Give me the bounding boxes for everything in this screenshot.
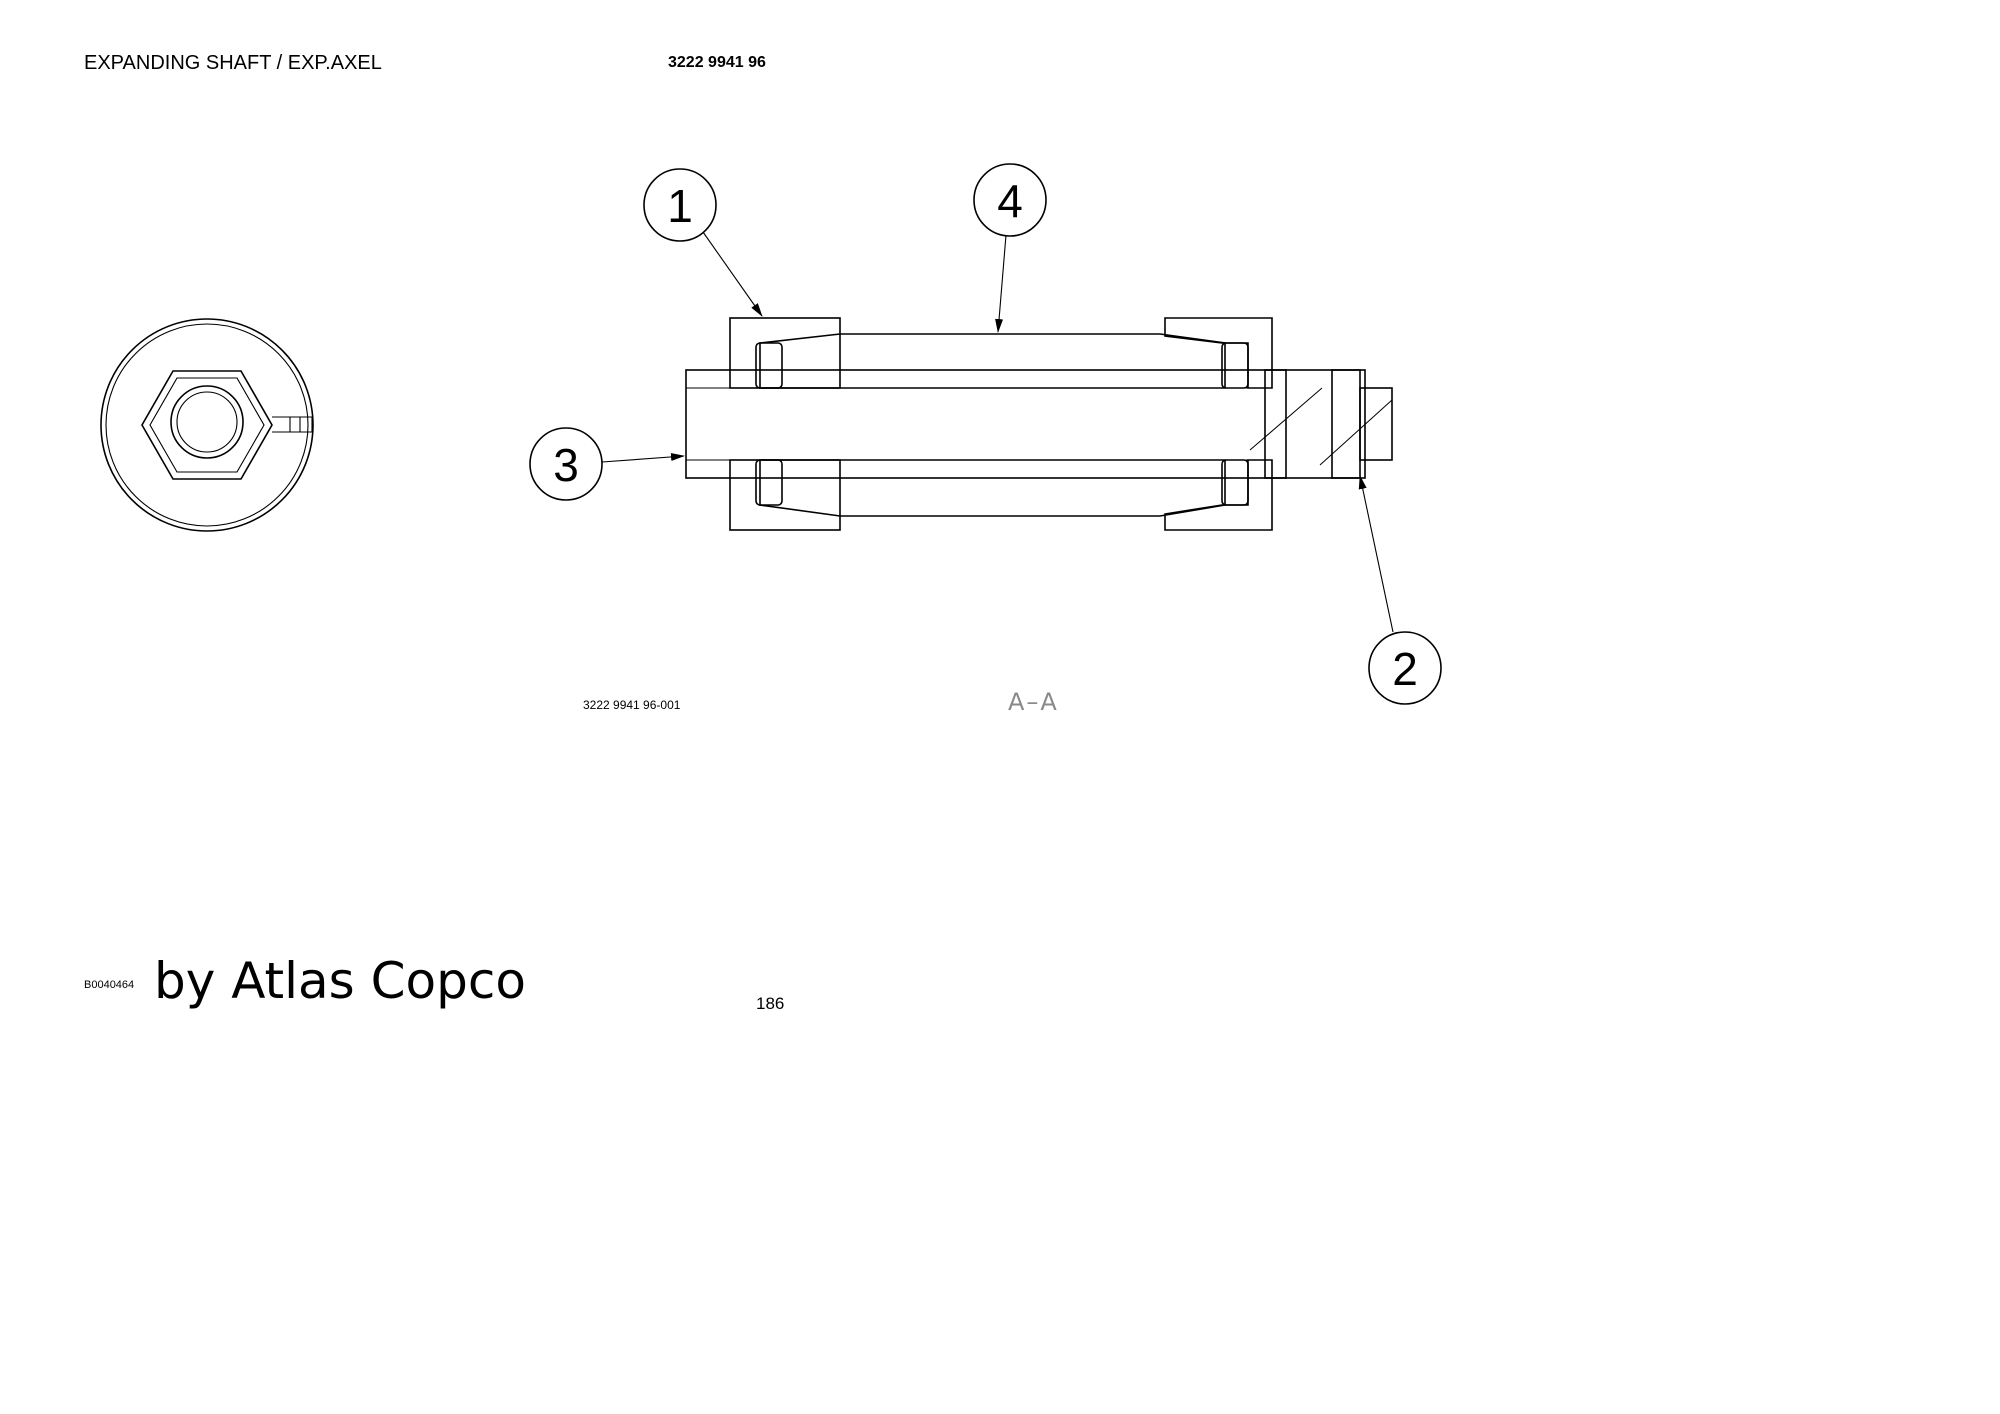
sleeve-lower — [759, 459, 1226, 517]
hex-nut-inner-outline — [149, 377, 265, 473]
leader-3 — [601, 452, 685, 463]
leader-2 — [1358, 475, 1394, 633]
end-collar — [1331, 369, 1361, 479]
right-ring-nut-lower — [1164, 459, 1273, 531]
right-collar-lower — [1221, 459, 1249, 506]
shaft-tip — [1359, 387, 1393, 461]
end-view-inner-circle — [105, 323, 309, 527]
end-view — [100, 318, 314, 532]
left-ring-nut-upper — [729, 317, 841, 389]
callout-2-label: 2 — [1392, 643, 1418, 695]
key-slot — [272, 416, 313, 433]
callout-2: 2 — [1368, 631, 1442, 705]
sleeve-upper — [759, 333, 1226, 389]
section-label: A–A — [1008, 688, 1059, 716]
leader-1 — [702, 231, 763, 317]
central-shaft — [685, 369, 1287, 479]
callout-1-label: 1 — [667, 180, 693, 232]
end-view-outer-circle — [100, 318, 314, 532]
right-ring-nut-upper — [1164, 317, 1273, 389]
hex-nut-outline — [141, 370, 273, 480]
document-code: B0040464 — [84, 979, 135, 991]
callout-4-label: 4 — [997, 175, 1023, 227]
callout-3-label: 3 — [553, 439, 579, 491]
callout-4: 4 — [973, 163, 1047, 237]
bore-inner-circle — [176, 391, 238, 453]
callout-3: 3 — [529, 427, 603, 501]
left-ring-nut-lower — [729, 459, 841, 531]
right-collar-upper — [1221, 342, 1249, 389]
section-view — [601, 231, 1394, 633]
callout-1: 1 — [643, 168, 717, 242]
brand-text: by Atlas Copco — [154, 952, 526, 1010]
bore-outer-circle — [170, 385, 244, 459]
leader-4 — [995, 234, 1007, 333]
technical-drawing: 1 4 3 2 3222 9941 96-001 A–A — [100, 163, 1442, 716]
part-number: 3222 9941 96 — [668, 54, 766, 71]
page-title: EXPANDING SHAFT / EXP.AXEL — [84, 52, 382, 74]
drawing-number: 3222 9941 96-001 — [583, 698, 681, 712]
page-number: 186 — [756, 994, 785, 1013]
